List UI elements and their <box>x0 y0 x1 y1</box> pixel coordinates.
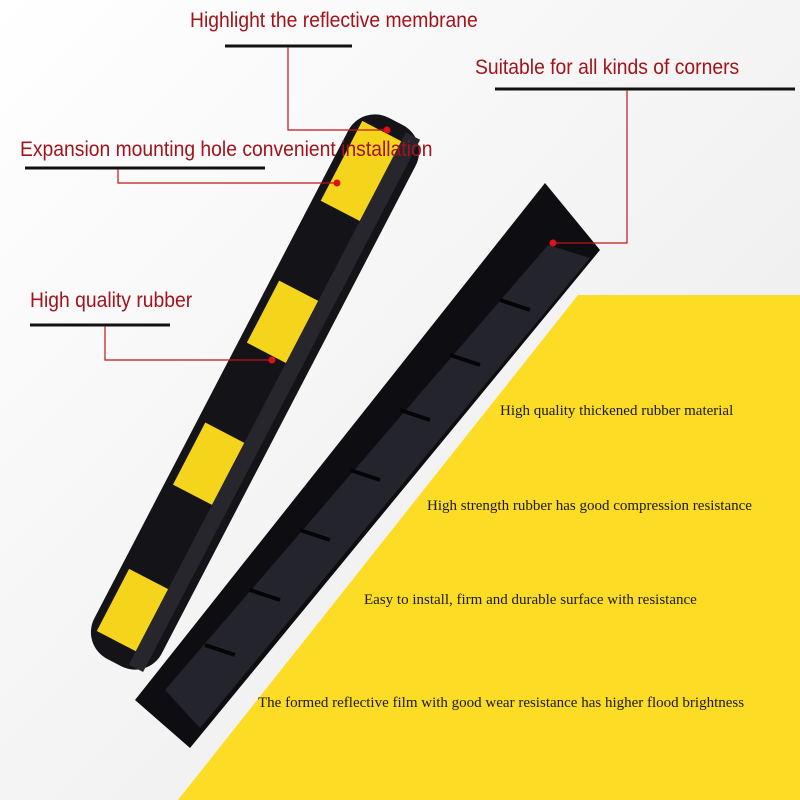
feature-text: The formed reflective film with good wea… <box>258 695 745 711</box>
feature-text: High quality thickened rubber material <box>500 403 734 419</box>
yellow-panel <box>178 295 800 800</box>
feature-text: Easy to install, firm and durable surfac… <box>364 592 697 608</box>
callout-lines <box>25 44 795 364</box>
callout-mounting-hole: Expansion mounting hole convenient insta… <box>20 138 433 161</box>
feature-text: High strength rubber has good compressio… <box>427 498 752 514</box>
round-corner-guard <box>90 114 421 672</box>
corner-channel <box>135 183 600 748</box>
callout-rubber: High quality rubber <box>30 289 193 312</box>
callout-corners: Suitable for all kinds of corners <box>475 56 740 79</box>
callout-reflective-membrane: Highlight the reflective membrane <box>190 9 478 32</box>
